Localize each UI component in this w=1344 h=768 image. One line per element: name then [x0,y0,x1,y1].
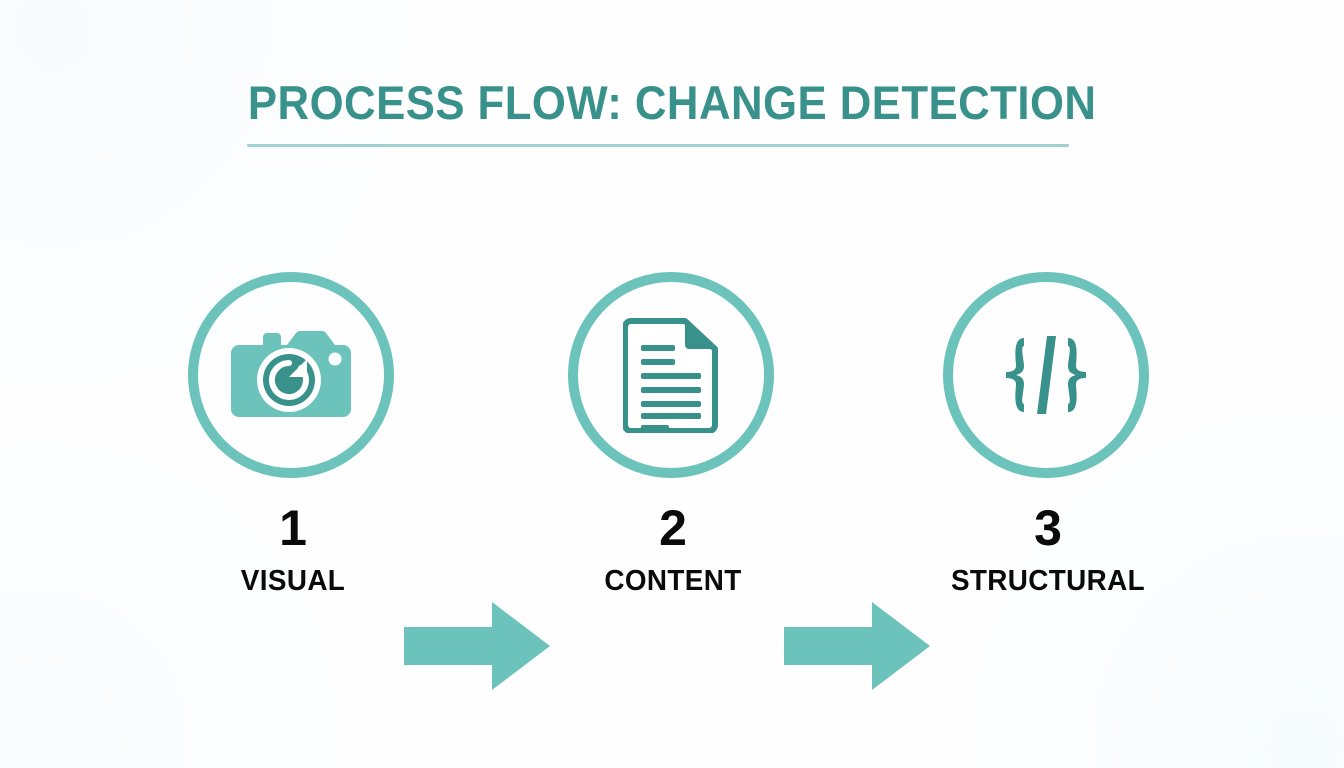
step-number: 2 [659,500,687,556]
flow-step-3-structural[interactable] [943,270,1153,480]
step-icon-slot [568,272,774,478]
flow-step-3-caption: 3 STRUCTURAL [898,503,1198,596]
flow-connector-2 [784,602,930,690]
flow-step-1-caption: 1 VISUAL [143,503,443,596]
document-fold-corner [685,321,715,349]
step-number: 1 [279,500,307,556]
step-label: STRUCTURAL [950,565,1146,597]
step-circle-ring [943,272,1149,478]
step-number: 3 [1034,500,1062,556]
code-brackets-icon [1006,336,1086,414]
camera-flash-dot [328,352,342,366]
page-title: PROCESS FLOW: CHANGE DETECTION [247,76,1097,129]
step-circle-ring [188,272,394,478]
page-title-block: PROCESS FLOW: CHANGE DETECTION [0,76,1344,129]
document-icon [623,318,718,433]
step-icon-slot [943,272,1149,478]
camera-icon [231,331,351,417]
step-label: VISUAL [240,565,346,597]
arrow-right-icon [404,602,550,690]
step-icon-slot [188,272,394,478]
flow-step-2-content[interactable] [568,270,778,480]
camera-refresh-arrowhead [289,359,307,377]
arrow-right-icon [784,602,930,690]
flow-connector-1 [404,602,550,690]
camera-refresh-arc [268,360,309,400]
document-text-lines [641,345,701,431]
flow-step-1-visual[interactable] [188,270,398,480]
process-flow-row [0,270,1344,690]
flow-step-2-caption: 2 CONTENT [523,503,823,596]
step-label: CONTENT [604,565,742,597]
title-underline-divider [247,144,1069,147]
step-circle-ring [568,272,774,478]
